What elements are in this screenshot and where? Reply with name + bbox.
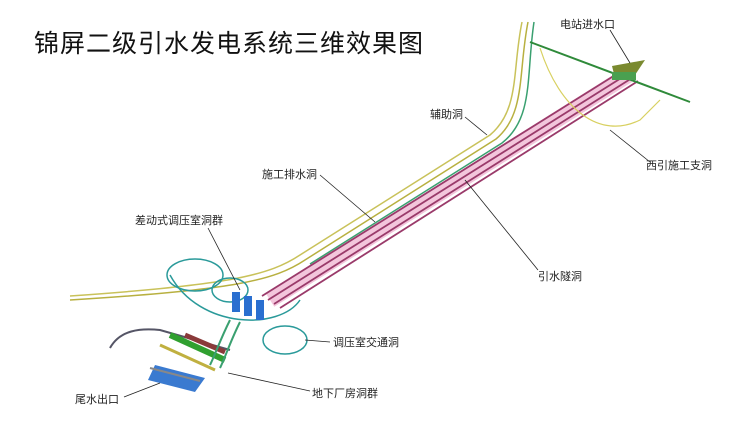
label-west-adit: 西引施工支洞 — [646, 159, 712, 172]
auxiliary-tunnels — [69, 21, 535, 301]
label-headrace: 引水隧洞 — [538, 270, 582, 283]
label-intake: 电站进水口 — [560, 18, 615, 31]
diagram-title: 锦屏二级引水发电系统三维效果图 — [34, 29, 425, 58]
label-tailrace-outlet: 尾水出口 — [75, 393, 119, 406]
label-powerhouse: 地下厂房洞群 — [312, 387, 378, 400]
tailrace-outlet — [148, 365, 205, 392]
surge-chamber-group — [166, 258, 308, 355]
label-drainage-tunnel: 施工排水洞 — [262, 168, 317, 181]
leader-lines — [123, 29, 651, 398]
powerhouse-group — [109, 319, 241, 372]
intake-structure — [529, 41, 691, 127]
label-aux-tunnel: 辅助洞 — [430, 108, 463, 121]
headrace-tunnels — [261, 68, 639, 309]
label-surge-chamber: 差动式调压室洞群 — [135, 214, 223, 227]
label-surge-access: 调压室交通洞 — [333, 336, 399, 349]
